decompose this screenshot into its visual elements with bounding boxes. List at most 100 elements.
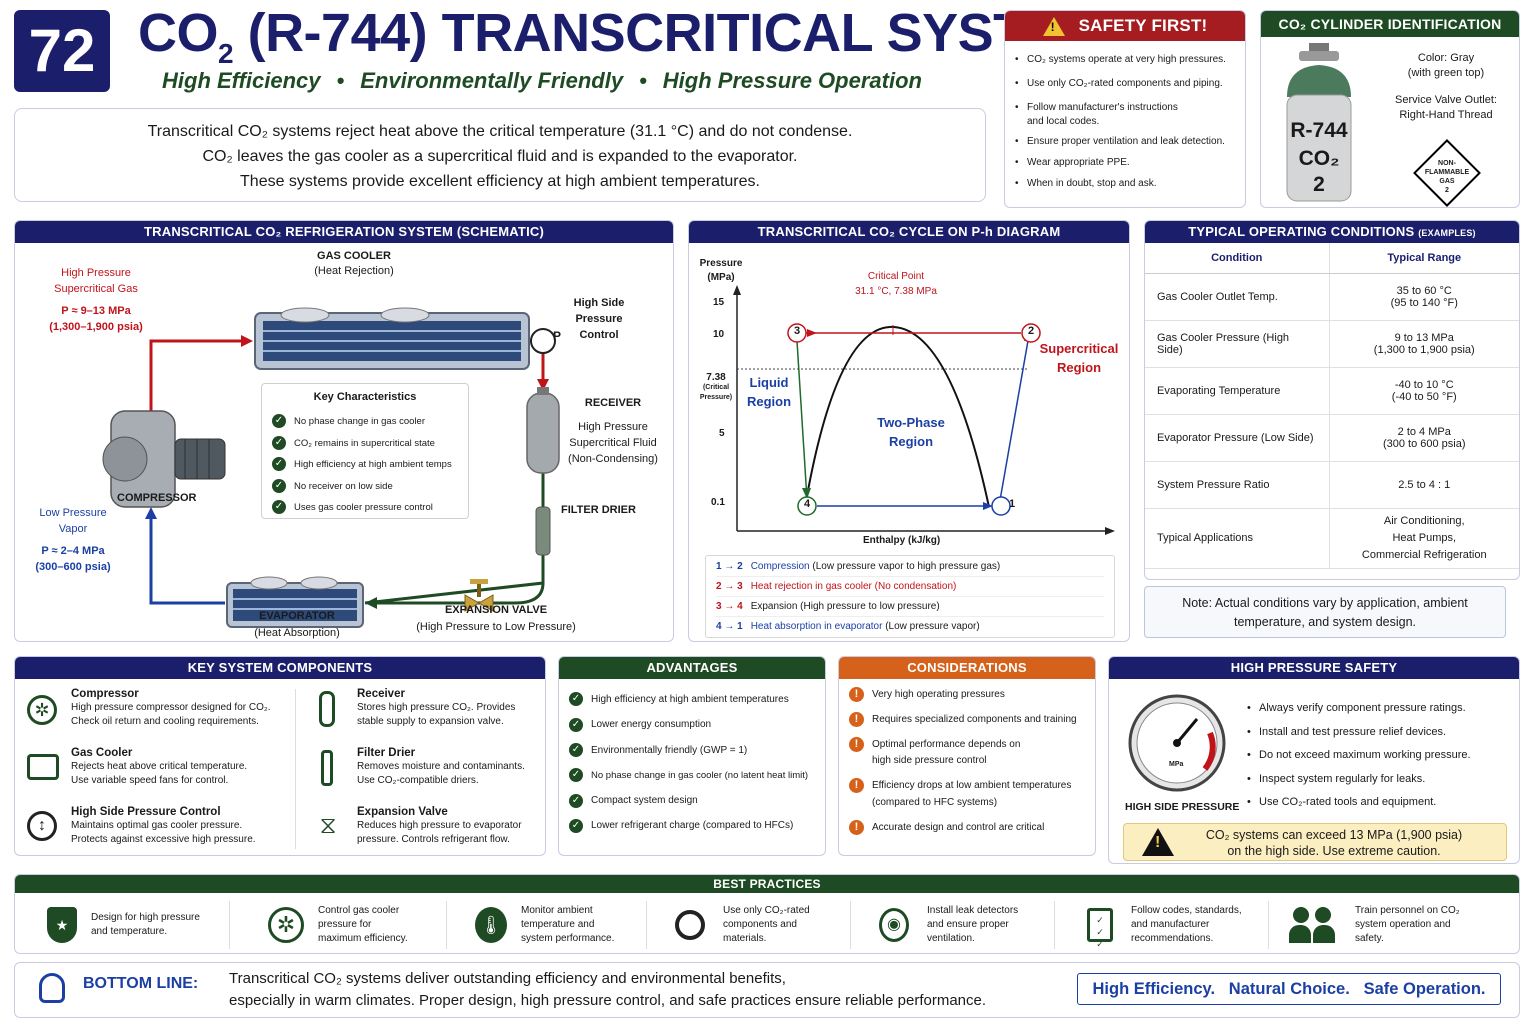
schematic-title: TRANSCRITICAL CO₂ REFRIGERATION SYSTEM (… bbox=[15, 221, 673, 243]
consideration-item: !Accurate design and control are critica… bbox=[849, 819, 1095, 836]
diamond-text: NON- bbox=[1438, 160, 1456, 167]
ph-crit-tick: (Critical bbox=[702, 384, 730, 391]
hp-alert: ! CO₂ systems can exceed 13 MPa (1,900 p… bbox=[1123, 823, 1507, 861]
checklist-icon: ✓✓✓ bbox=[1087, 908, 1113, 949]
tagline: High Efficiency•Environmentally Friendly… bbox=[162, 68, 922, 93]
advantages-panel: ADVANTAGES ✓High efficiency at high ambi… bbox=[558, 656, 826, 856]
bottom-line-label: BOTTOM LINE: bbox=[83, 975, 199, 992]
hp-safety-title: HIGH PRESSURE SAFETY bbox=[1109, 657, 1519, 679]
critical-point-value: 31.1 °C, 7.38 MPa bbox=[855, 286, 937, 297]
safety-item: Use only CO₂-rated components and piping… bbox=[1013, 77, 1237, 91]
hp-safety-panel: HIGH PRESSURE SAFETY MPa HIGH SIDE PRESS… bbox=[1108, 656, 1520, 864]
gas-cooler-small-icon bbox=[27, 754, 59, 780]
cylinder-color: Color: Gray bbox=[1417, 52, 1475, 64]
evaporator-icon bbox=[226, 576, 364, 628]
consideration-item: !Efficiency drops at low ambient tempera… bbox=[849, 778, 1095, 810]
ph-crit-tick: 7.38 bbox=[706, 372, 726, 383]
ph-tick: 15 bbox=[713, 297, 725, 308]
point-label: 4 bbox=[804, 498, 811, 510]
page-badge: 72 bbox=[14, 10, 110, 92]
bottom-line-bar: BOTTOM LINE: Transcritical CO₂ systems d… bbox=[14, 962, 1520, 1018]
lp-label: Low Pressure bbox=[39, 507, 107, 519]
lightbulb-icon bbox=[39, 973, 65, 1003]
thermometer-icon: 🌡 bbox=[475, 907, 507, 943]
magnifier-icon bbox=[675, 910, 705, 940]
diamond-text: FLAMMABLE bbox=[1424, 169, 1470, 176]
cylinder-valve-sub: Right-Hand Thread bbox=[1399, 109, 1493, 121]
table-row: Evaporating Temperature-40 to 10 °C(-40 … bbox=[1145, 367, 1519, 415]
cylinder-color-sub: (with green top) bbox=[1407, 67, 1485, 79]
co2-cylinder-icon bbox=[1286, 43, 1352, 202]
hp-safety-item: Inspect system regularly for leaks. bbox=[1245, 768, 1471, 792]
advantages-title: ADVANTAGES bbox=[559, 657, 825, 679]
safety-item: Wear appropriate PPE. bbox=[1013, 156, 1237, 170]
intro-line: CO₂ leaves the gas cooler as a supercrit… bbox=[202, 148, 798, 165]
lp-pressure: (300–600 psia) bbox=[35, 561, 111, 573]
advantage-item: ✓Lower energy consumption bbox=[569, 712, 825, 737]
pressure-gauge-icon bbox=[1128, 694, 1226, 792]
gauge-unit: MPa bbox=[1169, 761, 1184, 768]
filter-drier-label: FILTER DRIER bbox=[561, 504, 636, 516]
gauge-label: HIGH SIDE PRESSURE bbox=[1125, 801, 1240, 813]
safety-item: When in doubt, stop and ask. bbox=[1013, 177, 1237, 191]
considerations-panel: CONSIDERATIONS !Very high operating pres… bbox=[838, 656, 1096, 856]
key-item: ✓High efficiency at high ambient temps bbox=[272, 454, 468, 476]
ph-tick: 5 bbox=[719, 428, 725, 439]
check-icon: ✓ bbox=[272, 478, 286, 493]
table-row: Gas Cooler Outlet Temp.35 to 60 °C(95 to… bbox=[1145, 273, 1519, 321]
hp-pressure: (1,300–1,900 psia) bbox=[49, 321, 143, 333]
receiver-icon bbox=[526, 387, 560, 474]
receiver-desc: (Non-Condensing) bbox=[568, 453, 658, 465]
two-phase-label: Two-Phase bbox=[877, 415, 945, 430]
safety-first-panel: !SAFETY FIRST! CO₂ systems operate at ve… bbox=[1004, 10, 1246, 208]
ph-tick: 10 bbox=[713, 329, 725, 340]
bottom-line-text: Transcritical CO₂ systems deliver outsta… bbox=[229, 970, 786, 987]
receiver-small-icon bbox=[319, 691, 335, 727]
best-practices-panel: BEST PRACTICES ★ Design for high pressur… bbox=[14, 874, 1520, 954]
components-title: KEY SYSTEM COMPONENTS bbox=[15, 657, 545, 679]
check-icon: ✓ bbox=[569, 692, 583, 707]
safety-item: CO₂ systems operate at very high pressur… bbox=[1013, 53, 1237, 67]
practice-item: ✓✓✓ Follow codes, standards,and manufact… bbox=[1055, 901, 1269, 949]
hp-label: Supercritical Gas bbox=[54, 283, 138, 295]
safety-item: Ensure proper ventilation and leak detec… bbox=[1013, 135, 1237, 149]
hp-safety-item: Always verify component pressure ratings… bbox=[1245, 697, 1471, 721]
lp-label: Vapor bbox=[58, 523, 88, 535]
check-icon: ✓ bbox=[272, 435, 286, 450]
ph-tick: 0.1 bbox=[711, 497, 725, 508]
cylinder-label-2: 2 bbox=[1313, 173, 1325, 196]
consideration-item: !Requires specialized components and tra… bbox=[849, 712, 1095, 728]
point-4-icon bbox=[797, 496, 817, 516]
evaporator-label: EVAPORATOR bbox=[259, 610, 335, 622]
intro-line: Transcritical CO₂ systems reject heat ab… bbox=[147, 123, 853, 140]
cylinder-label-co2: CO₂ bbox=[1298, 147, 1340, 170]
advantage-item: ✓No phase change in gas cooler (no laten… bbox=[569, 763, 825, 788]
intro-line: These systems provide excellent efficien… bbox=[240, 173, 760, 190]
alert-line: on the high side. Use extreme caution. bbox=[1227, 844, 1441, 858]
fan-icon: ✲ bbox=[268, 907, 304, 943]
hp-label: High Pressure bbox=[61, 267, 131, 279]
liquid-region-label: Liquid bbox=[749, 375, 789, 390]
cylinder-label-r744: R-744 bbox=[1290, 119, 1348, 142]
warning-circle-icon: ! bbox=[849, 687, 864, 702]
expansion-valve-label: EXPANSION VALVE bbox=[444, 604, 548, 616]
conditions-note: Note: Actual conditions vary by applicat… bbox=[1144, 586, 1506, 638]
ph-crit-tick: Pressure) bbox=[699, 394, 733, 401]
hs-control-label: Pressure bbox=[575, 313, 623, 325]
intro-box: Transcritical CO₂ systems reject heat ab… bbox=[14, 108, 986, 202]
cylinder-panel: CO₂ CYLINDER IDENTIFICATION R-744 CO₂ 2 … bbox=[1260, 10, 1520, 208]
consideration-item: !Very high operating pressures bbox=[849, 687, 1095, 703]
liquid-region-label: Region bbox=[746, 394, 792, 409]
lp-pressure: P ≈ 2–4 MPa bbox=[41, 545, 105, 557]
point-2-icon bbox=[1021, 323, 1041, 343]
